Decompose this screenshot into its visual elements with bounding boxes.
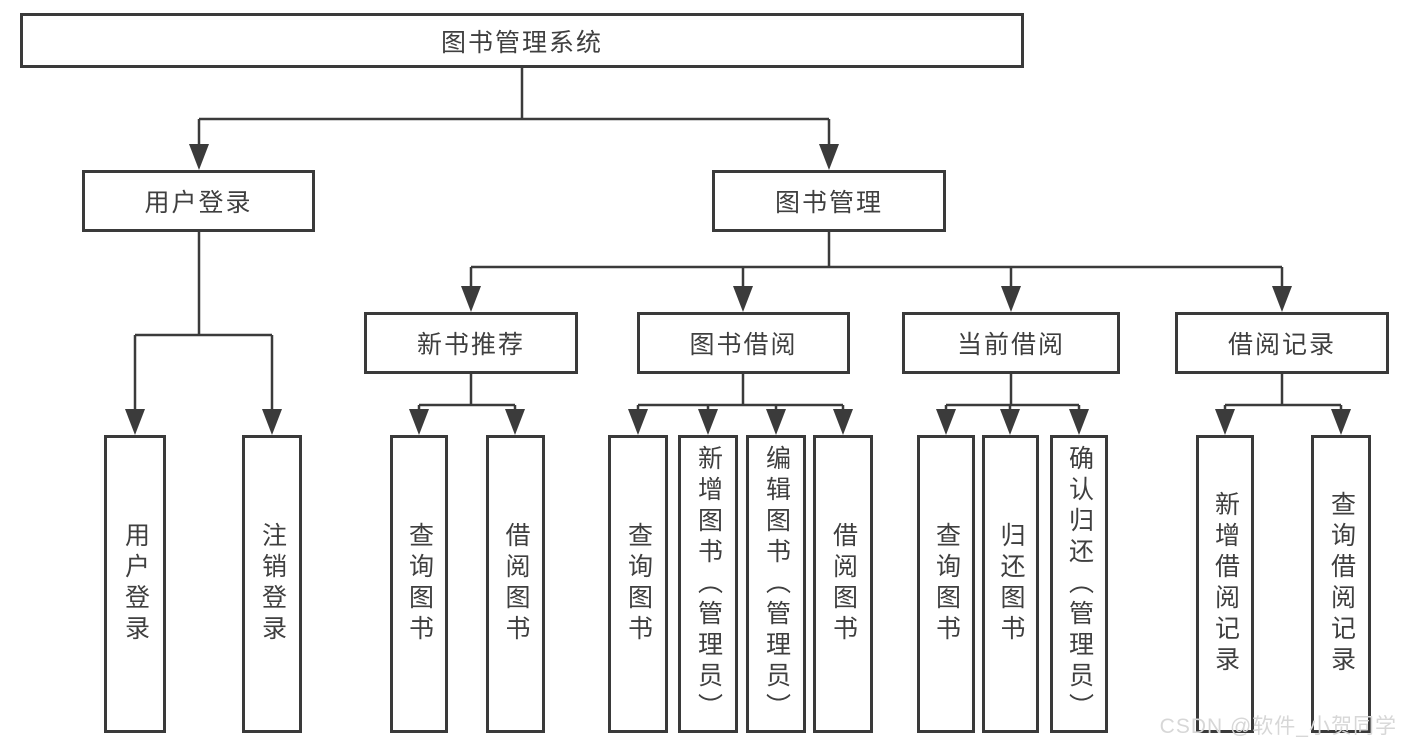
node-user-login: 用户登录 (82, 170, 315, 232)
arrow-down-icon (1001, 286, 1021, 312)
leaf-query-books-recommend: 查询图书 (390, 435, 448, 733)
node-book-borrow: 图书借阅 (637, 312, 850, 374)
leaf-query-books-current-label: 查询图书 (932, 522, 961, 646)
node-book-management-label: 图书管理 (774, 189, 883, 217)
node-root-label: 图书管理系统 (440, 28, 603, 57)
leaf-query-borrow-record: 查询借阅记录 (1311, 435, 1371, 733)
leaf-borrow-books-recommend: 借阅图书 (486, 435, 545, 733)
arrow-down-icon (733, 286, 753, 312)
node-new-book-recommend: 新书推荐 (364, 312, 578, 374)
leaf-return-book-label: 归还图书 (997, 522, 1025, 646)
leaf-add-borrow-record-label: 新增借阅记录 (1211, 491, 1240, 677)
node-new-book-recommend-label: 新书推荐 (416, 331, 525, 359)
leaf-query-books-recommend-label: 查询图书 (405, 522, 434, 646)
arrowhead-icons (125, 144, 1351, 435)
arrow-down-icon (409, 409, 429, 435)
node-current-borrow: 当前借阅 (902, 312, 1120, 374)
leaf-edit-book-admin: 编辑图书（管理员） (746, 435, 806, 733)
node-current-borrow-label: 当前借阅 (956, 331, 1065, 359)
leaf-user-login-label: 用户登录 (121, 522, 150, 646)
arrow-down-icon (125, 409, 145, 435)
arrow-down-icon (628, 409, 648, 435)
arrow-down-icon (1069, 409, 1089, 435)
arrow-down-icon (1000, 409, 1020, 435)
leaf-query-borrow-record-label: 查询借阅记录 (1327, 491, 1356, 677)
leaf-logout: 注销登录 (242, 435, 302, 733)
leaf-query-books-current: 查询图书 (917, 435, 975, 733)
leaf-borrow-books-recommend-label: 借阅图书 (502, 522, 530, 646)
node-book-management: 图书管理 (712, 170, 946, 232)
arrow-down-icon (936, 409, 956, 435)
leaf-confirm-return-admin: 确认归还（管理员） (1050, 435, 1108, 733)
leaf-add-borrow-record: 新增借阅记录 (1196, 435, 1254, 733)
leaf-borrow-books: 借阅图书 (813, 435, 873, 733)
arrow-down-icon (461, 286, 481, 312)
node-root: 图书管理系统 (20, 13, 1024, 68)
csdn-watermark: CSDN @软件_小贺同学 (1159, 715, 1397, 738)
leaf-borrow-books-label: 借阅图书 (829, 522, 858, 646)
leaf-add-book-admin-label: 新增图书（管理员） (694, 444, 723, 724)
leaf-user-login: 用户登录 (104, 435, 166, 733)
arrow-down-icon (505, 409, 525, 435)
leaf-logout-label: 注销登录 (258, 522, 287, 646)
arrow-down-icon (833, 409, 853, 435)
leaf-confirm-return-admin-label: 确认归还（管理员） (1065, 444, 1094, 724)
node-borrow-records: 借阅记录 (1175, 312, 1389, 374)
leaf-return-book: 归还图书 (982, 435, 1039, 733)
leaf-query-books-borrow-label: 查询图书 (624, 522, 653, 646)
leaf-query-books-borrow: 查询图书 (608, 435, 668, 733)
arrow-down-icon (1272, 286, 1292, 312)
arrow-down-icon (698, 409, 718, 435)
node-borrow-records-label: 借阅记录 (1227, 331, 1336, 359)
arrow-down-icon (262, 409, 282, 435)
leaf-edit-book-admin-label: 编辑图书（管理员） (762, 444, 791, 724)
arrow-down-icon (1331, 409, 1351, 435)
arrow-down-icon (189, 144, 209, 170)
leaf-add-book-admin: 新增图书（管理员） (678, 435, 738, 733)
arrow-down-icon (766, 409, 786, 435)
arrow-down-icon (1215, 409, 1235, 435)
arrow-down-icon (819, 144, 839, 170)
node-book-borrow-label: 图书借阅 (689, 331, 798, 359)
node-user-login-label: 用户登录 (144, 189, 253, 217)
